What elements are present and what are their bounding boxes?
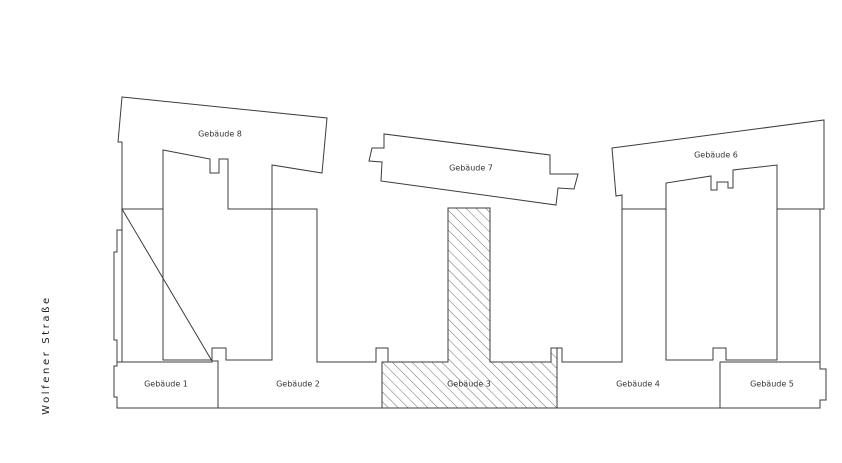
building-6-shape[interactable] bbox=[611, 119, 825, 210]
building-8-shape[interactable] bbox=[117, 96, 328, 210]
building-5-shape[interactable] bbox=[719, 361, 827, 409]
label-building-5: Gebäude 5 bbox=[750, 380, 794, 389]
label-building-1: Gebäude 1 bbox=[144, 380, 188, 389]
building-3-shape[interactable] bbox=[381, 207, 558, 409]
street-name: Wolfener Straße bbox=[41, 295, 52, 415]
building-7-shape[interactable] bbox=[368, 133, 579, 206]
label-building-4: Gebäude 4 bbox=[616, 380, 660, 389]
label-building-7: Gebäude 7 bbox=[449, 164, 493, 173]
west-wing-shape bbox=[113, 209, 123, 363]
label-building-6: Gebäude 6 bbox=[694, 151, 738, 160]
building-1-shape[interactable] bbox=[113, 360, 219, 409]
label-building-3: Gebäude 3 bbox=[447, 380, 491, 389]
label-building-8: Gebäude 8 bbox=[198, 130, 242, 139]
label-building-2: Gebäude 2 bbox=[276, 380, 320, 389]
